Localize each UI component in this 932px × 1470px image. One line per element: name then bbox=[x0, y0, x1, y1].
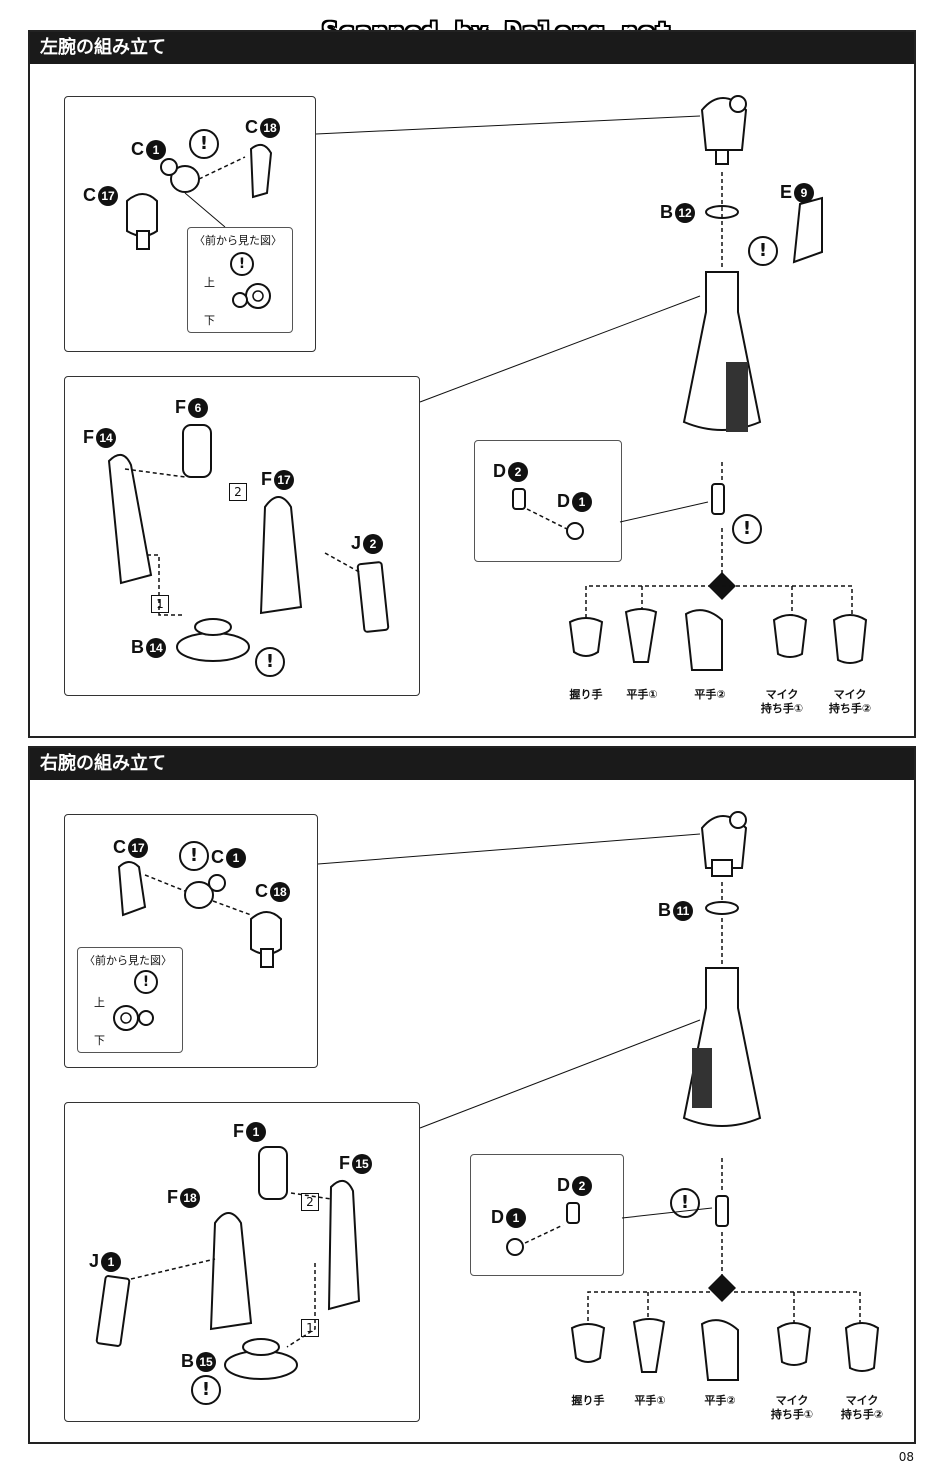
warning-icon: ! bbox=[189, 129, 219, 159]
section-title: 右腕の組み立て bbox=[30, 748, 914, 780]
top-label: 上 bbox=[94, 996, 105, 1009]
bottom-label: 下 bbox=[204, 314, 215, 327]
step-number: 2 bbox=[229, 483, 247, 501]
warning-icon: ! bbox=[230, 252, 254, 276]
arm-assembly-drawing bbox=[315, 95, 868, 671]
warning-icon: ! bbox=[255, 647, 285, 677]
detail-title: 〈前から見た図〉 bbox=[84, 954, 172, 967]
step-number: 1 bbox=[151, 595, 169, 613]
front-view-drawing bbox=[113, 1005, 154, 1031]
warning-icon: ! bbox=[179, 841, 209, 871]
hand-caption: 平手② bbox=[694, 688, 726, 701]
section-title: 左腕の組み立て bbox=[30, 32, 914, 64]
shoulder-parts-drawing bbox=[117, 861, 282, 968]
wrist-joint-drawing bbox=[512, 488, 584, 540]
warning-icon: ! bbox=[191, 1375, 221, 1405]
step-number: 1 bbox=[301, 1319, 319, 1337]
hand-caption: 平手① bbox=[626, 688, 658, 701]
warning-icon: ! bbox=[748, 236, 778, 266]
wrist-joint-drawing bbox=[506, 1202, 580, 1256]
front-view-drawing bbox=[232, 283, 271, 309]
hand-caption: マイク 持ち手① bbox=[760, 688, 804, 715]
step-number: 2 bbox=[301, 1193, 319, 1211]
warning-icon: ! bbox=[670, 1188, 700, 1218]
front-view-detail: 〈前から見た図〉 上 下 ! bbox=[77, 947, 183, 1053]
front-view-detail: 〈前から見た図〉 上 下 ! bbox=[187, 227, 293, 333]
warning-icon: ! bbox=[134, 970, 158, 994]
hand-caption: マイク 持ち手① bbox=[770, 1394, 814, 1421]
bottom-label: 下 bbox=[94, 1034, 105, 1047]
upper-arm-drawing bbox=[107, 424, 390, 662]
upper-arm-drawing bbox=[95, 1146, 361, 1380]
arm-assembly-drawing bbox=[317, 811, 880, 1381]
hand-caption: 平手② bbox=[704, 1394, 736, 1407]
hand-caption: 握り手 bbox=[571, 1394, 605, 1407]
page-number: 08 bbox=[898, 1450, 914, 1464]
hand-caption: マイク 持ち手② bbox=[828, 688, 872, 715]
detail-title: 〈前から見た図〉 bbox=[194, 234, 282, 247]
hand-caption: 平手① bbox=[634, 1394, 666, 1407]
top-label: 上 bbox=[204, 276, 215, 289]
hand-caption: マイク 持ち手② bbox=[840, 1394, 884, 1421]
shoulder-parts-drawing bbox=[126, 143, 273, 250]
warning-icon: ! bbox=[732, 514, 762, 544]
hand-caption: 握り手 bbox=[569, 688, 603, 701]
